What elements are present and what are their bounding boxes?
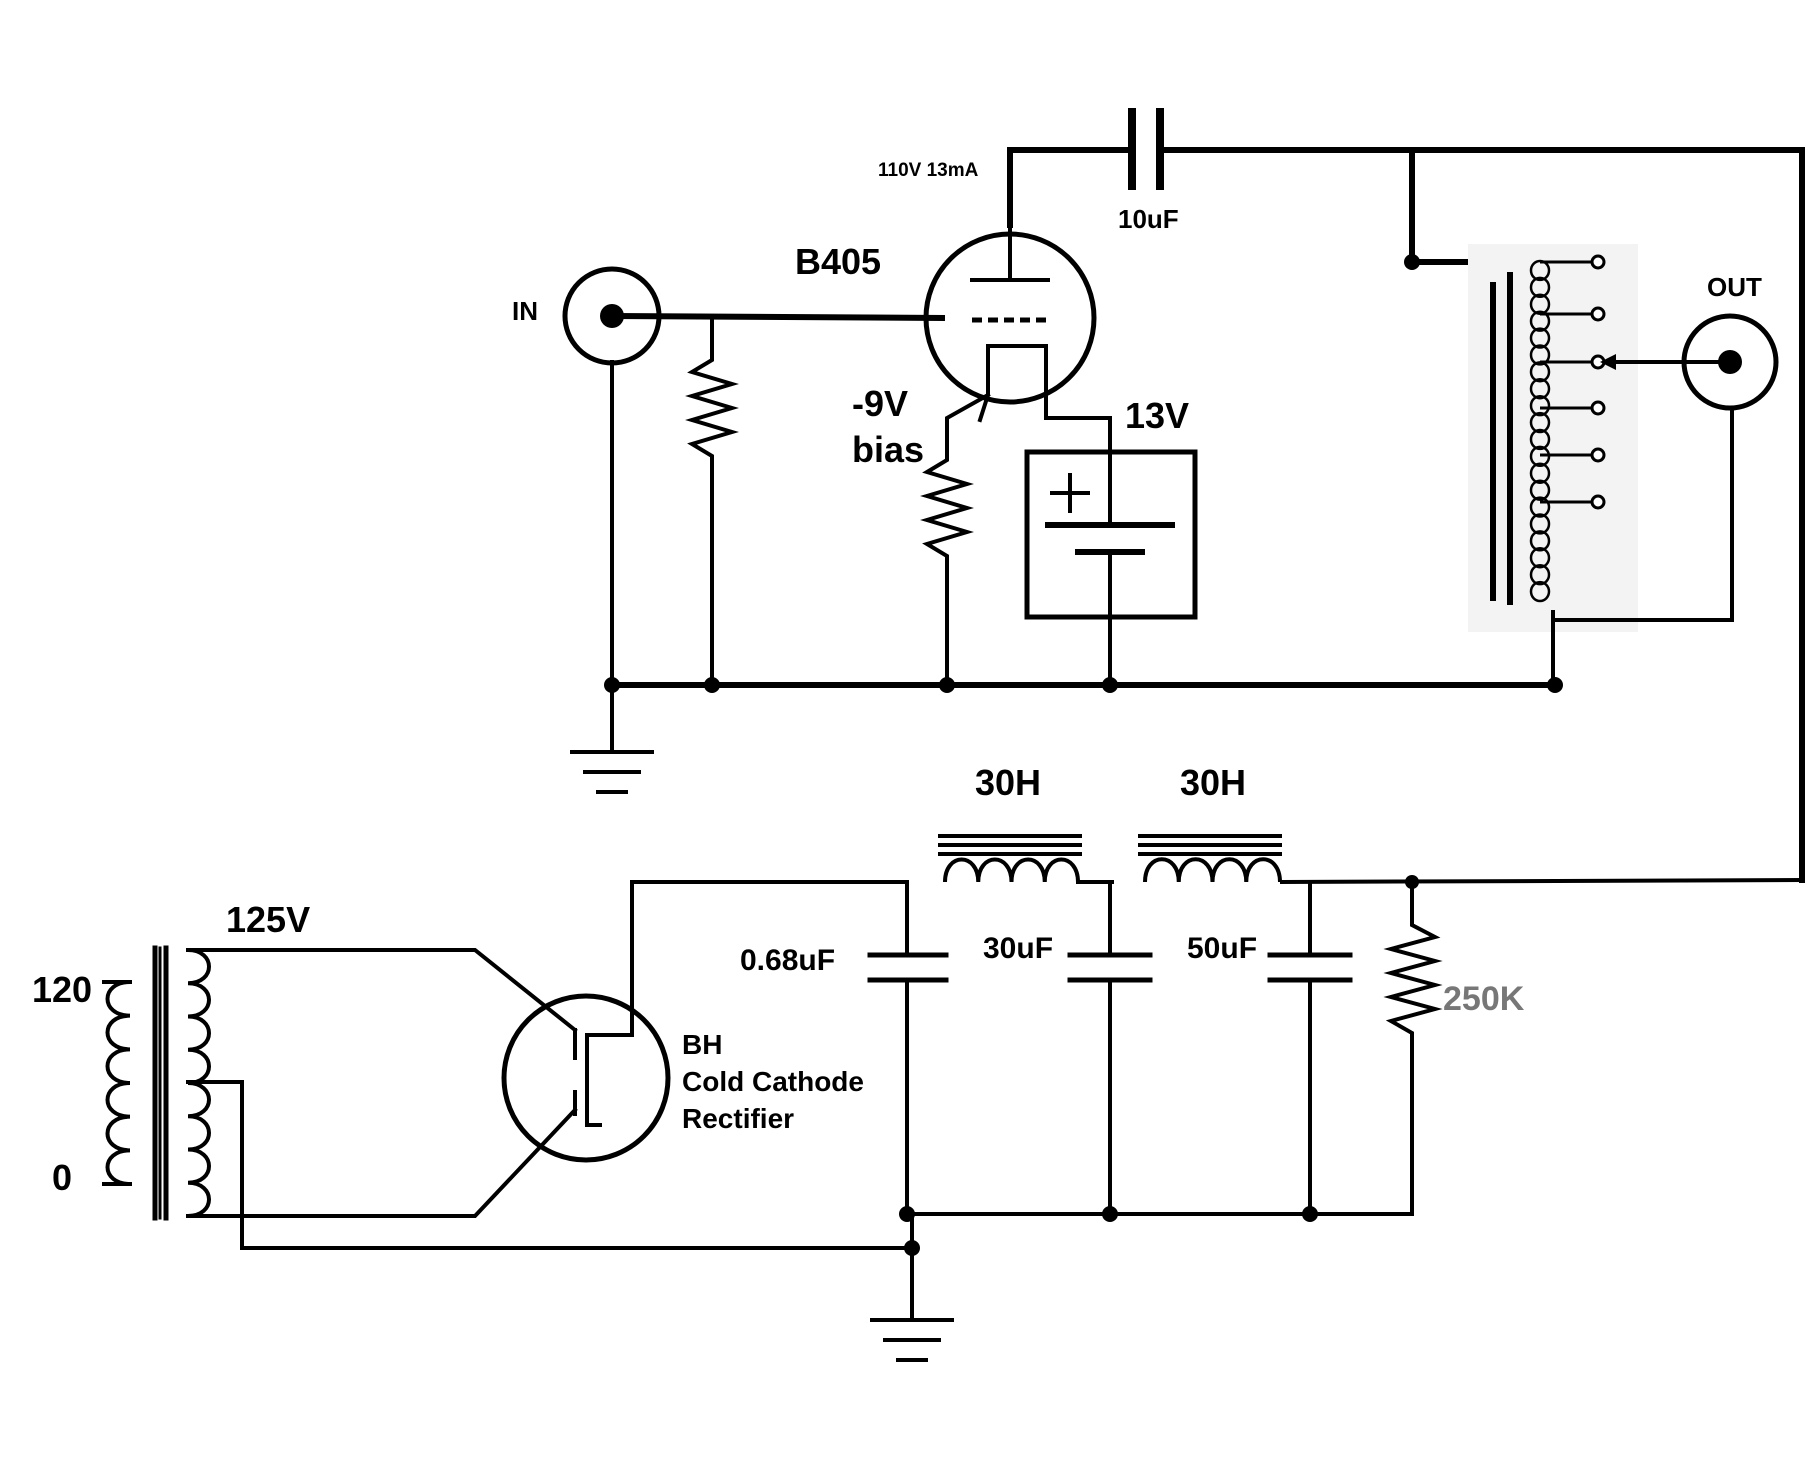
filter-cap-2 xyxy=(1067,880,1153,1216)
output-winding-turn xyxy=(1529,462,1551,484)
bleeder-label: 250K xyxy=(1443,980,1525,1018)
amp-ground-rail xyxy=(604,677,1563,693)
psu-ground-rail xyxy=(899,1206,1414,1322)
output-tap xyxy=(1590,447,1606,463)
output-transformer xyxy=(1468,244,1734,687)
battery-13v xyxy=(1024,416,1198,687)
choke-1 xyxy=(938,834,1082,883)
output-winding-turn xyxy=(1529,344,1551,366)
plate-wire xyxy=(1007,147,1805,883)
output-winding-turn xyxy=(1529,563,1551,586)
choke-1-winding xyxy=(943,857,1080,883)
rectifier-label-2: Cold Cathode xyxy=(682,1066,864,1097)
output-winding-turn xyxy=(1529,547,1551,569)
grid-wire xyxy=(608,312,946,322)
mains-bottom-label: 0 xyxy=(52,1157,72,1198)
output-winding-turn xyxy=(1529,378,1551,400)
cap-1-label: 0.68uF xyxy=(740,944,835,977)
output-winding-turn xyxy=(1529,580,1551,603)
input-label: IN xyxy=(512,296,538,326)
output-winding-turn xyxy=(1529,513,1551,535)
coupling-capacitor xyxy=(1128,108,1164,190)
battery-label: 13V xyxy=(1125,395,1189,436)
plate-label: 110V 13mA xyxy=(878,160,979,181)
output-winding-turn xyxy=(1529,428,1551,451)
rectifier-label-3: Rectifier xyxy=(682,1103,794,1134)
bias-word-label: bias xyxy=(852,429,924,470)
output-winding-turn xyxy=(1529,327,1551,349)
filter-cap-1 xyxy=(867,880,949,1216)
output-winding-turn xyxy=(1529,479,1551,501)
choke-1-label: 30H xyxy=(975,762,1041,803)
bias-resistor xyxy=(920,392,991,687)
bias-value-label: -9V xyxy=(852,383,908,424)
choke-2-label: 30H xyxy=(1180,762,1246,803)
grid-resistor xyxy=(685,316,739,687)
output-tap xyxy=(1590,400,1606,416)
output-tap xyxy=(1590,494,1606,510)
secondary-voltage-label: 125V xyxy=(226,899,310,940)
coupling-cap-label: 10uF xyxy=(1118,204,1179,234)
output-label: OUT xyxy=(1707,272,1762,302)
choke-2-winding xyxy=(1143,857,1282,883)
output-tap xyxy=(1590,306,1606,322)
choke-2 xyxy=(1138,834,1282,883)
rectifier-label-1: BH xyxy=(682,1029,722,1060)
psu-ground-symbol xyxy=(870,1318,954,1362)
output-winding-turn xyxy=(1529,276,1551,299)
cap-2-label: 30uF xyxy=(983,932,1053,965)
output-winding-turn xyxy=(1529,310,1551,332)
filter-cap-3 xyxy=(1267,880,1353,1216)
output-winding-turn xyxy=(1529,394,1551,417)
output-winding-turn xyxy=(1529,411,1551,434)
primary-winding xyxy=(105,980,131,1186)
amp-ground-symbol xyxy=(570,683,654,794)
cap-3-label: 50uF xyxy=(1187,932,1257,965)
tube-b405 xyxy=(923,223,1112,423)
tube-label: B405 xyxy=(795,241,881,282)
output-winding-turn xyxy=(1529,530,1551,552)
output-jack xyxy=(1600,313,1779,411)
output-tap xyxy=(1590,254,1606,270)
bleeder-resistor xyxy=(1383,880,1443,1216)
rectifier-tube xyxy=(501,993,671,1163)
output-winding-turn xyxy=(1529,496,1551,518)
mains-top-label: 120 xyxy=(32,969,92,1010)
